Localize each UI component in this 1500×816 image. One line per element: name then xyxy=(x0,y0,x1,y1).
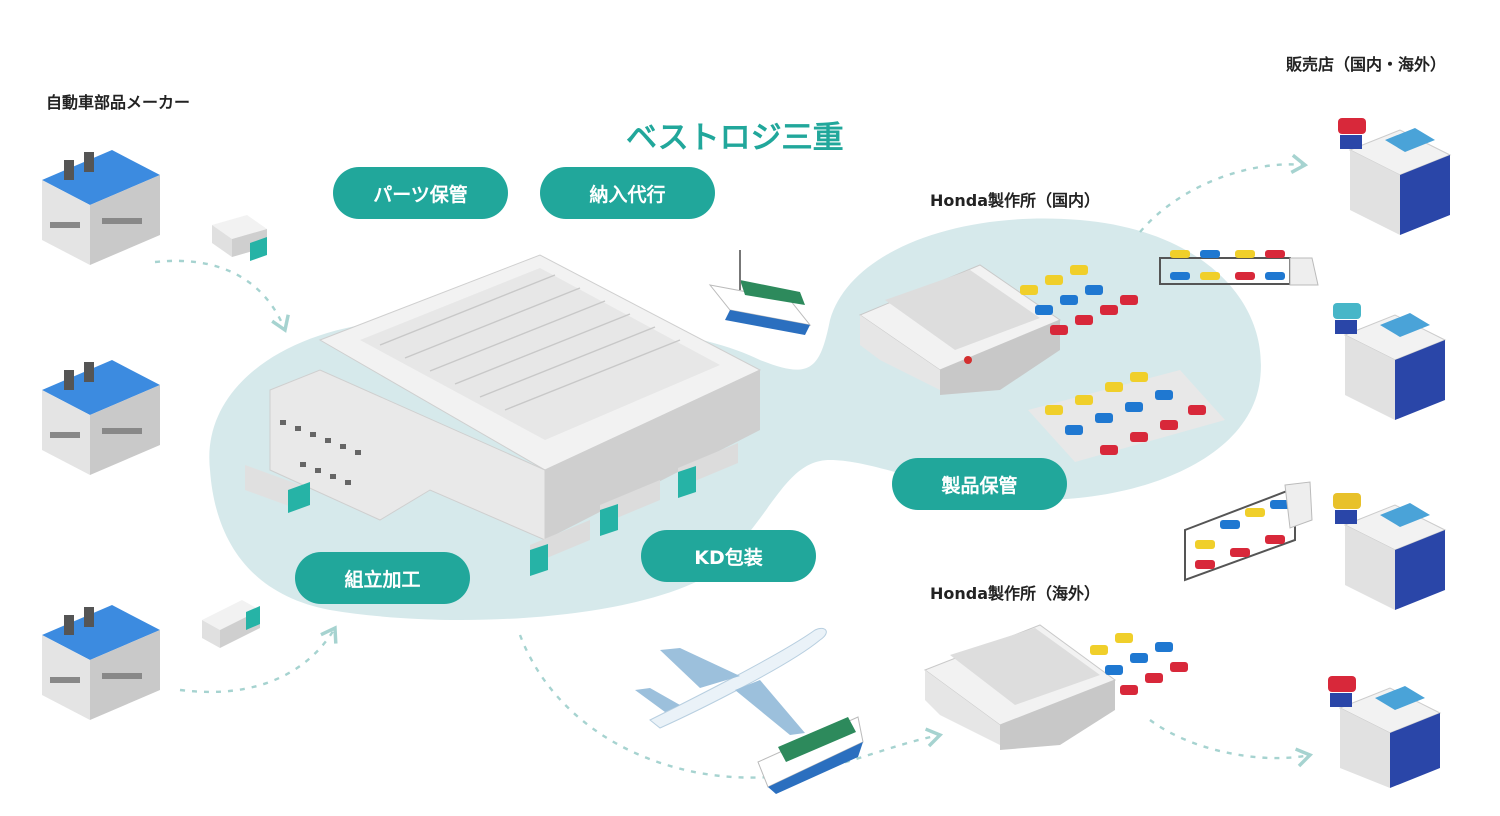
dealer-building-2 xyxy=(1333,303,1447,420)
cargo-ship-bottom xyxy=(757,716,864,794)
flow-arrows xyxy=(154,153,1314,779)
arrow-supplier3-to-hub xyxy=(179,625,338,694)
delivery-truck-top xyxy=(212,215,267,261)
airplane xyxy=(635,627,827,735)
service-product-storage: 製品保管 xyxy=(892,458,1067,510)
service-kd-packaging: KD包装 xyxy=(641,530,816,582)
dealer-building-1 xyxy=(1338,118,1452,235)
central-warehouse xyxy=(245,254,762,576)
car-carrier-truck-1 xyxy=(1159,250,1319,286)
honda-domestic-factory xyxy=(858,264,1062,395)
supplier-factory-2 xyxy=(42,360,160,475)
delivery-truck-bottom xyxy=(202,600,260,648)
page-title: ベストロジ三重 xyxy=(626,120,844,156)
car-lot-domestic xyxy=(1020,265,1225,462)
warehouse-trucks xyxy=(245,443,738,576)
arrow-domestic-to-dealer xyxy=(1139,153,1309,233)
arrow-overseas-to-dealer xyxy=(1149,719,1314,768)
arrow-hub-to-overseas xyxy=(518,634,944,779)
cargo-ship-top xyxy=(708,250,812,335)
service-parts-storage: パーツ保管 xyxy=(333,167,508,219)
supplier-factory-3 xyxy=(42,605,160,720)
label-honda-overseas: Honda製作所（海外） xyxy=(930,584,1101,603)
label-honda-domestic: Honda製作所（国内） xyxy=(930,191,1101,210)
service-delivery-agency: 納入代行 xyxy=(540,167,715,219)
label-dealers: 販売店（国内・海外） xyxy=(1286,55,1447,74)
car-carrier-truck-2 xyxy=(1184,481,1313,582)
dealer-building-3 xyxy=(1333,493,1447,610)
dealer-building-4 xyxy=(1328,676,1442,788)
arrow-supplier1-to-hub xyxy=(154,259,290,333)
label-suppliers: 自動車部品メーカー xyxy=(46,93,191,112)
service-assembly: 組立加工 xyxy=(295,552,470,604)
honda-overseas-factory xyxy=(923,624,1188,750)
supplier-factory-1 xyxy=(42,150,160,265)
